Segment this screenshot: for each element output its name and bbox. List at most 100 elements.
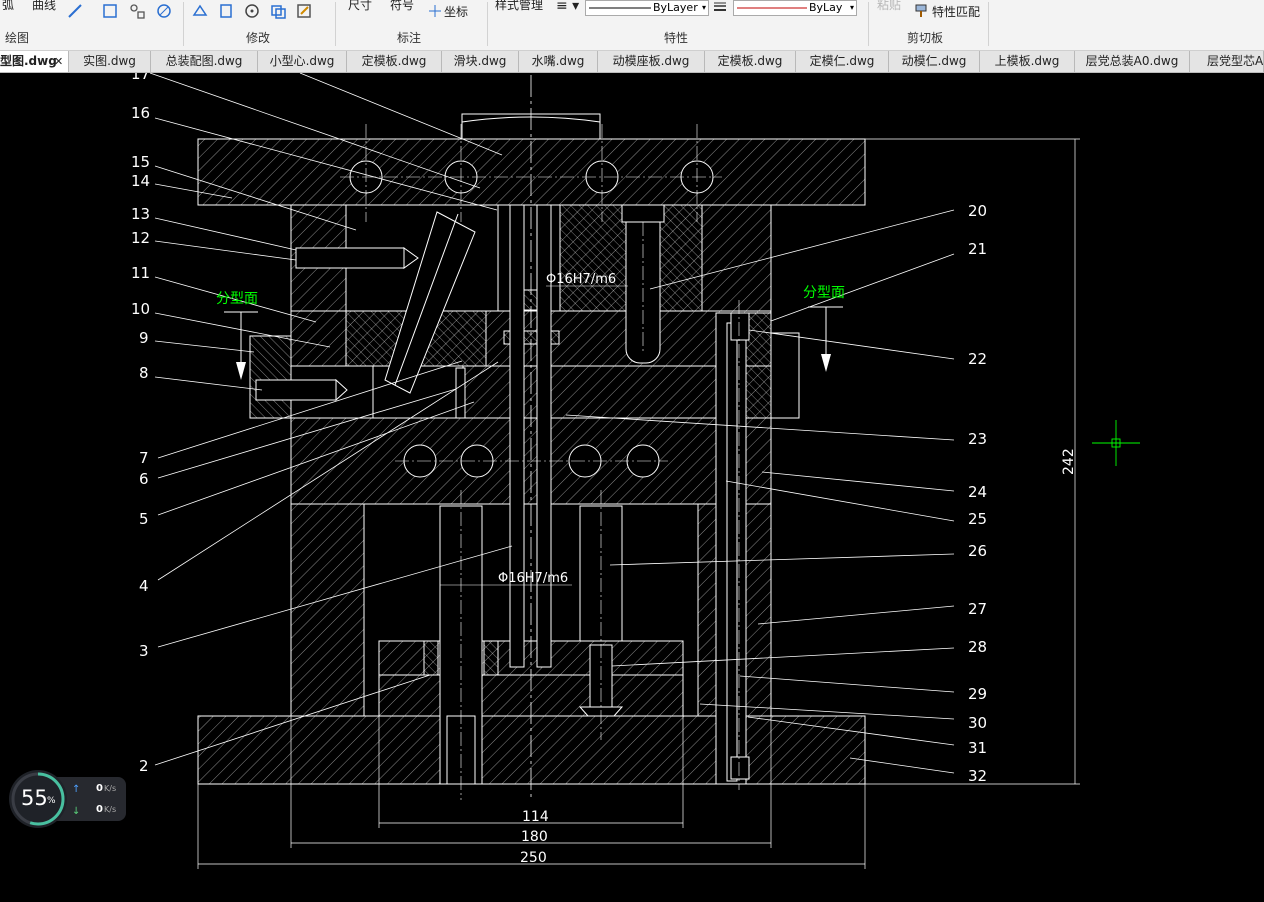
tab-drawing[interactable]: 动模仁.dwg xyxy=(889,51,980,72)
linetype-value: ByLayer xyxy=(653,1,698,14)
chevron-down-icon: ▾ xyxy=(849,3,854,12)
dimensions xyxy=(197,138,1080,869)
chevron-down-icon: ▾ xyxy=(701,3,706,12)
leader-lines xyxy=(149,73,955,774)
match-properties-command[interactable]: 特性匹配 xyxy=(932,5,981,19)
tab-drawing[interactable]: 上模板.dwg xyxy=(980,51,1075,72)
upload-speed: 0 xyxy=(96,783,103,794)
callout-8: 8 xyxy=(139,364,149,382)
dimension-command[interactable]: 尺寸 xyxy=(348,0,373,12)
tab-drawing[interactable]: 实图.dwg xyxy=(69,51,151,72)
draw-group-label: 绘图 xyxy=(5,31,30,45)
linetype-combo[interactable]: ByLayer ▾ xyxy=(585,0,709,16)
lineweight-icon[interactable] xyxy=(713,0,727,12)
hatch-tool-icon[interactable] xyxy=(155,2,173,20)
callout-21: 21 xyxy=(968,240,987,258)
upload-unit: K/s xyxy=(104,784,117,793)
tab-drawing[interactable]: 滑块.dwg xyxy=(442,51,519,72)
network-speed-widget[interactable]: ↑ ↓ 55 % 0 K/s 0 K/s xyxy=(8,769,128,829)
tab-active-drawing[interactable]: 型图.dwg ✕ xyxy=(0,51,69,72)
callout-9: 9 xyxy=(139,329,149,347)
color-swatch xyxy=(737,7,807,9)
tab-drawing[interactable]: 总装配图.dwg xyxy=(151,51,258,72)
close-icon[interactable]: ✕ xyxy=(54,55,64,68)
drawing-canvas[interactable]: 17 16 15 14 13 12 11 10 9 8 7 6 5 4 3 2 … xyxy=(0,73,1264,902)
callout-5: 5 xyxy=(139,510,149,528)
bottom-clamp-plate xyxy=(197,715,866,785)
top-clamp-plate xyxy=(197,138,866,206)
paste-command[interactable]: 粘贴 xyxy=(877,0,902,12)
spacer-block-left xyxy=(290,503,365,717)
callout-20: 20 xyxy=(968,202,987,220)
callout-10: 10 xyxy=(131,300,150,318)
callout-31: 31 xyxy=(968,739,987,757)
edit-tool-icon[interactable] xyxy=(295,2,313,20)
linetype-swatch xyxy=(589,7,651,9)
coordinate-command[interactable]: 坐标 xyxy=(444,5,469,19)
fit-label-top: Φ16H7/m6 xyxy=(546,272,616,287)
dim-242: 242 xyxy=(1061,448,1077,475)
crosshair-cursor-icon xyxy=(1092,420,1140,466)
fit-label-mid: Φ16H7/m6 xyxy=(498,571,568,586)
color-value: ByLay xyxy=(809,1,843,14)
color-combo[interactable]: ByLay ▾ xyxy=(733,0,857,16)
parting-surface-marks: 分型面 分型面 xyxy=(216,285,845,380)
cpu-percent: 55 xyxy=(21,786,48,810)
callout-2: 2 xyxy=(139,757,149,775)
callout-28: 28 xyxy=(968,638,987,656)
callout-4: 4 xyxy=(139,577,149,595)
rotate-tool-icon[interactable] xyxy=(243,2,261,20)
tab-drawing[interactable]: 层党总装A0.dwg xyxy=(1075,51,1190,72)
clipboard-group-label: 剪切板 xyxy=(907,31,944,45)
callout-14: 14 xyxy=(131,172,150,190)
properties-group-label: 特性 xyxy=(664,31,689,45)
coordinate-icon[interactable] xyxy=(427,3,443,19)
tab-drawing[interactable]: 水嘴.dwg xyxy=(519,51,598,72)
callout-3: 3 xyxy=(139,642,149,660)
mold-assembly xyxy=(197,75,866,800)
symbol-command[interactable]: 符号 xyxy=(390,0,415,12)
cpu-usage-ring xyxy=(11,772,65,826)
modify-group-label: 修改 xyxy=(246,31,271,45)
offset-tool-icon[interactable] xyxy=(269,2,287,20)
callout-6: 6 xyxy=(139,470,149,488)
callout-16: 16 xyxy=(131,104,150,122)
ribbon: 弧 曲线 绘图 修改 尺寸 符号 坐标 标注 样式管理 ≡ ▾ ByLayer … xyxy=(0,0,1264,51)
curve-command[interactable]: 曲线 xyxy=(32,0,57,12)
document-tabs: 型图.dwg ✕ 实图.dwg 总装配图.dwg 小型心.dwg 定模板.dwg… xyxy=(0,51,1264,73)
tab-drawing[interactable]: 层党型芯A xyxy=(1190,51,1264,72)
line-tool-icon[interactable] xyxy=(66,2,84,20)
brush-icon[interactable] xyxy=(913,3,929,19)
rectangle-tool-icon[interactable] xyxy=(101,2,119,20)
tab-drawing[interactable]: 动模座板.dwg xyxy=(598,51,705,72)
tab-drawing[interactable]: 小型心.dwg xyxy=(258,51,347,72)
widget-background: ↑ ↓ xyxy=(9,770,126,828)
parting-label-left: 分型面 xyxy=(216,291,258,307)
parting-label-right: 分型面 xyxy=(803,285,845,301)
callout-29: 29 xyxy=(968,685,987,703)
callout-22: 22 xyxy=(968,350,987,368)
annotate-group-label: 标注 xyxy=(397,31,422,45)
array-tool-icon[interactable] xyxy=(128,2,146,20)
dim-180: 180 xyxy=(521,829,548,845)
arrow-up-icon: ↑ xyxy=(72,784,80,795)
callout-11: 11 xyxy=(131,264,150,282)
tab-drawing[interactable]: 定模仁.dwg xyxy=(796,51,889,72)
tab-drawing[interactable]: 定模板.dwg xyxy=(347,51,442,72)
callout-24: 24 xyxy=(968,483,987,501)
list-icon[interactable]: ≡ ▾ xyxy=(556,0,580,14)
arc-command[interactable]: 弧 xyxy=(2,0,15,12)
callout-30: 30 xyxy=(968,714,987,732)
style-manager-command[interactable]: 样式管理 xyxy=(495,0,544,12)
download-speed: 0 xyxy=(96,804,103,815)
copy-tool-icon[interactable] xyxy=(217,2,235,20)
callout-32: 32 xyxy=(968,767,987,785)
tab-drawing[interactable]: 定模板.dwg xyxy=(705,51,796,72)
move-tool-icon[interactable] xyxy=(191,2,209,20)
callout-26: 26 xyxy=(968,542,987,560)
callout-17: 17 xyxy=(131,73,150,83)
callout-numbers: 17 16 15 14 13 12 11 10 9 8 7 6 5 4 3 2 … xyxy=(131,73,987,785)
callout-25: 25 xyxy=(968,510,987,528)
cpu-percent-unit: % xyxy=(47,796,56,806)
center-lines xyxy=(340,124,740,800)
